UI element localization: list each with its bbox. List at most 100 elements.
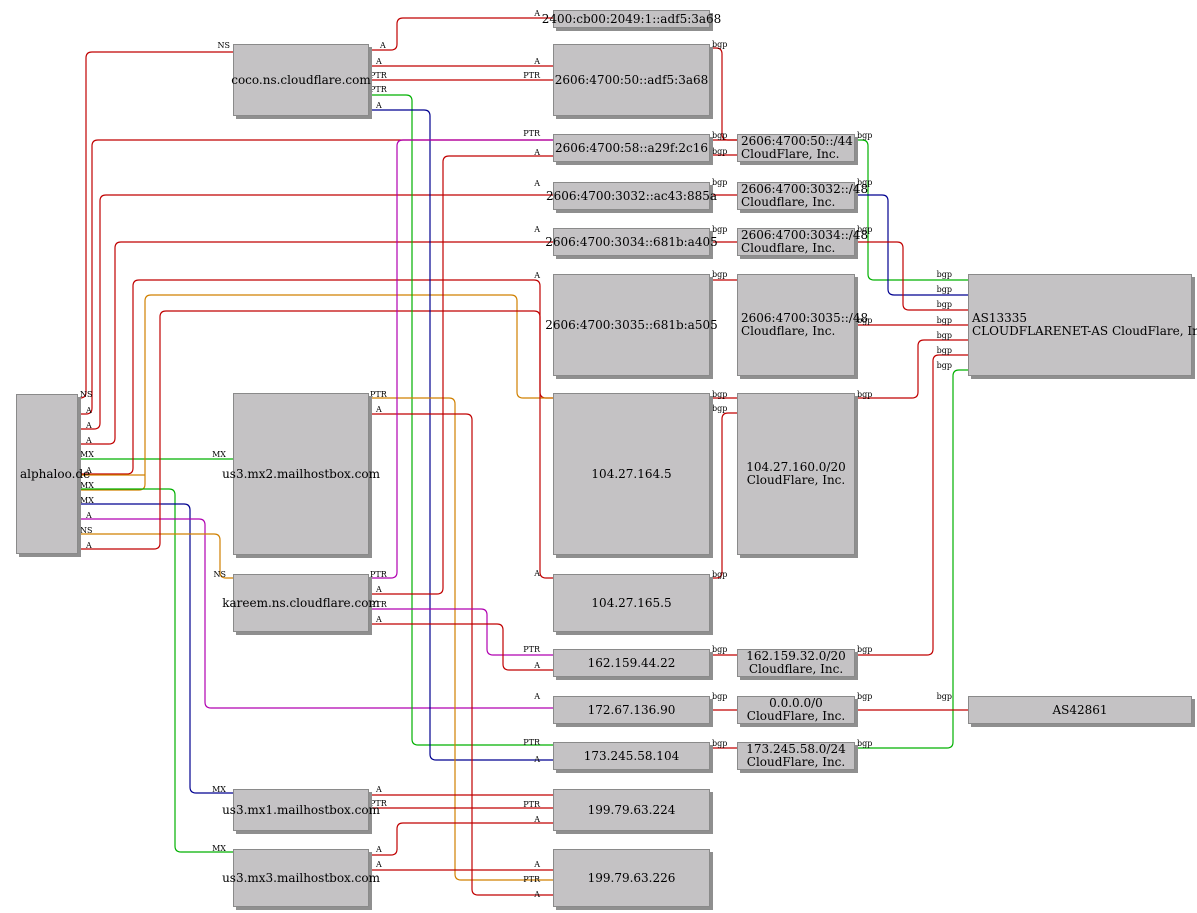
edge-label: bgp [937, 331, 952, 340]
graph-edge [78, 139, 553, 415]
edge-label: MX [212, 450, 226, 459]
node-coco[interactable]: coco.ns.cloudflare.com [231, 44, 371, 116]
node-label-line: AS13335 [972, 311, 1028, 325]
node-label-line: 104.27.164.5 [591, 466, 672, 481]
graph-edge [78, 533, 233, 579]
node-ip3034[interactable]: 2606:4700:3034::681b:a405 [545, 228, 718, 256]
node-label-line: 199.79.63.226 [587, 870, 676, 885]
node-label-line: us3.mx3.mailhostbox.com [222, 870, 380, 885]
graph-edge [369, 822, 553, 856]
edge-label: A [533, 179, 540, 188]
node-ip3035[interactable]: 2606:4700:3035::681b:a505 [545, 274, 718, 376]
node-label-line: 2606:4700:58::a29f:2c16 [554, 140, 709, 155]
node-label-line: alphaloo.de [20, 466, 91, 481]
graph-edge [710, 412, 737, 579]
node-ip2606-58[interactable]: 2606:4700:58::a29f:2c16 [553, 134, 710, 162]
edge-label: A [375, 57, 382, 66]
edge-label: PTR [523, 645, 541, 654]
edge-label: bgp [712, 131, 727, 140]
node-ip199-224[interactable]: 199.79.63.224 [553, 789, 710, 831]
node-label-line: us3.mx1.mailhostbox.com [222, 802, 380, 817]
node-ip173[interactable]: 173.245.58.104 [553, 742, 710, 770]
edge-label: A [85, 421, 92, 430]
node-ip199-226[interactable]: 199.79.63.226 [553, 849, 710, 907]
graph-edge [78, 310, 553, 579]
edge-label: A [375, 405, 382, 414]
edge-label: A [375, 615, 382, 624]
node-label-line: 2606:4700:3035::681b:a505 [545, 317, 718, 332]
edge-label: PTR [523, 875, 541, 884]
graph-edge [855, 339, 968, 399]
graph-edge [369, 623, 553, 671]
node-ip2400[interactable]: 2400:cb00:2049:1::adf5:3a68 [542, 10, 721, 28]
edge-label: bgp [857, 390, 872, 399]
graph-edge [710, 47, 737, 141]
edge-label: bgp [857, 178, 872, 187]
node-as42861[interactable]: AS42861 [968, 696, 1192, 724]
node-ip104-5[interactable]: 104.27.164.5 [553, 393, 710, 555]
edge-label: A [533, 661, 540, 670]
graph-edge [855, 369, 968, 749]
edge-label: bgp [937, 346, 952, 355]
node-label-line: 162.159.32.0/20 [746, 649, 846, 663]
edge-label: bgp [712, 40, 727, 49]
node-label-line: 173.245.58.0/24 [746, 742, 846, 756]
edge-label: bgp [712, 692, 727, 701]
node-kareem[interactable]: kareem.ns.cloudflare.com [222, 574, 380, 632]
node-label-line: 2400:cb00:2049:1::adf5:3a68 [541, 11, 722, 26]
edge-label: bgp [857, 316, 872, 325]
node-label-line: CLOUDFLARENET-AS CloudFlare, Inc. [972, 324, 1197, 338]
node-us3mx1[interactable]: us3.mx1.mailhostbox.com [222, 789, 380, 831]
node-label-line: CloudFlare, Inc. [746, 709, 846, 723]
graph-edge [78, 241, 553, 445]
node-label-line: coco.ns.cloudflare.com [231, 72, 371, 87]
edge-label: A [533, 890, 540, 899]
edge-label: bgp [857, 692, 872, 701]
node-label-line: 199.79.63.224 [587, 802, 676, 817]
node-label-line: kareem.ns.cloudflare.com [222, 595, 380, 610]
edge-label: A [375, 101, 382, 110]
edge-label: MX [80, 496, 94, 505]
edge-label: A [533, 148, 540, 157]
graph-edge [369, 139, 553, 579]
edge-label: MX [80, 481, 94, 490]
edge-label: A [85, 511, 92, 520]
node-ip2606-50[interactable]: 2606:4700:50::adf5:3a68 [553, 44, 710, 116]
graph-edge [369, 413, 553, 896]
node-label-line: Cloudflare, Inc. [741, 324, 836, 338]
edge-label: A [533, 225, 540, 234]
node-ip3032[interactable]: 2606:4700:3032::ac43:885a [546, 182, 717, 210]
edge-label: A [533, 692, 540, 701]
edge-label: bgp [712, 645, 727, 654]
node-alphaloo[interactable]: alphaloo.de [16, 394, 90, 554]
node-ip172[interactable]: 172.67.136.90 [553, 696, 710, 724]
graph-edge [78, 279, 553, 475]
edge-label: bgp [937, 361, 952, 370]
node-ip104-165[interactable]: 104.27.165.5 [553, 574, 710, 632]
edge-label: bgp [857, 225, 872, 234]
node-us3mx2[interactable]: us3.mx2.mailhostbox.com [222, 393, 380, 555]
node-label-line: 2606:4700:3032::/48 [741, 182, 869, 196]
node-label-line: 172.67.136.90 [587, 702, 676, 717]
edge-label: A [533, 271, 540, 280]
edge-label: bgp [712, 270, 727, 279]
node-us3mx3[interactable]: us3.mx3.mailhostbox.com [222, 849, 380, 907]
graph-edge [855, 139, 968, 281]
edge-label: PTR [370, 570, 388, 579]
edge-label: bgp [857, 739, 872, 748]
node-label-line: 2606:4700:3035::/48 [741, 311, 869, 325]
node-label-line: 2606:4700:50::/44 [741, 134, 853, 148]
edge-label: PTR [370, 71, 388, 80]
node-ip162[interactable]: 162.159.44.22 [553, 649, 710, 677]
edge-label: PTR [523, 800, 541, 809]
